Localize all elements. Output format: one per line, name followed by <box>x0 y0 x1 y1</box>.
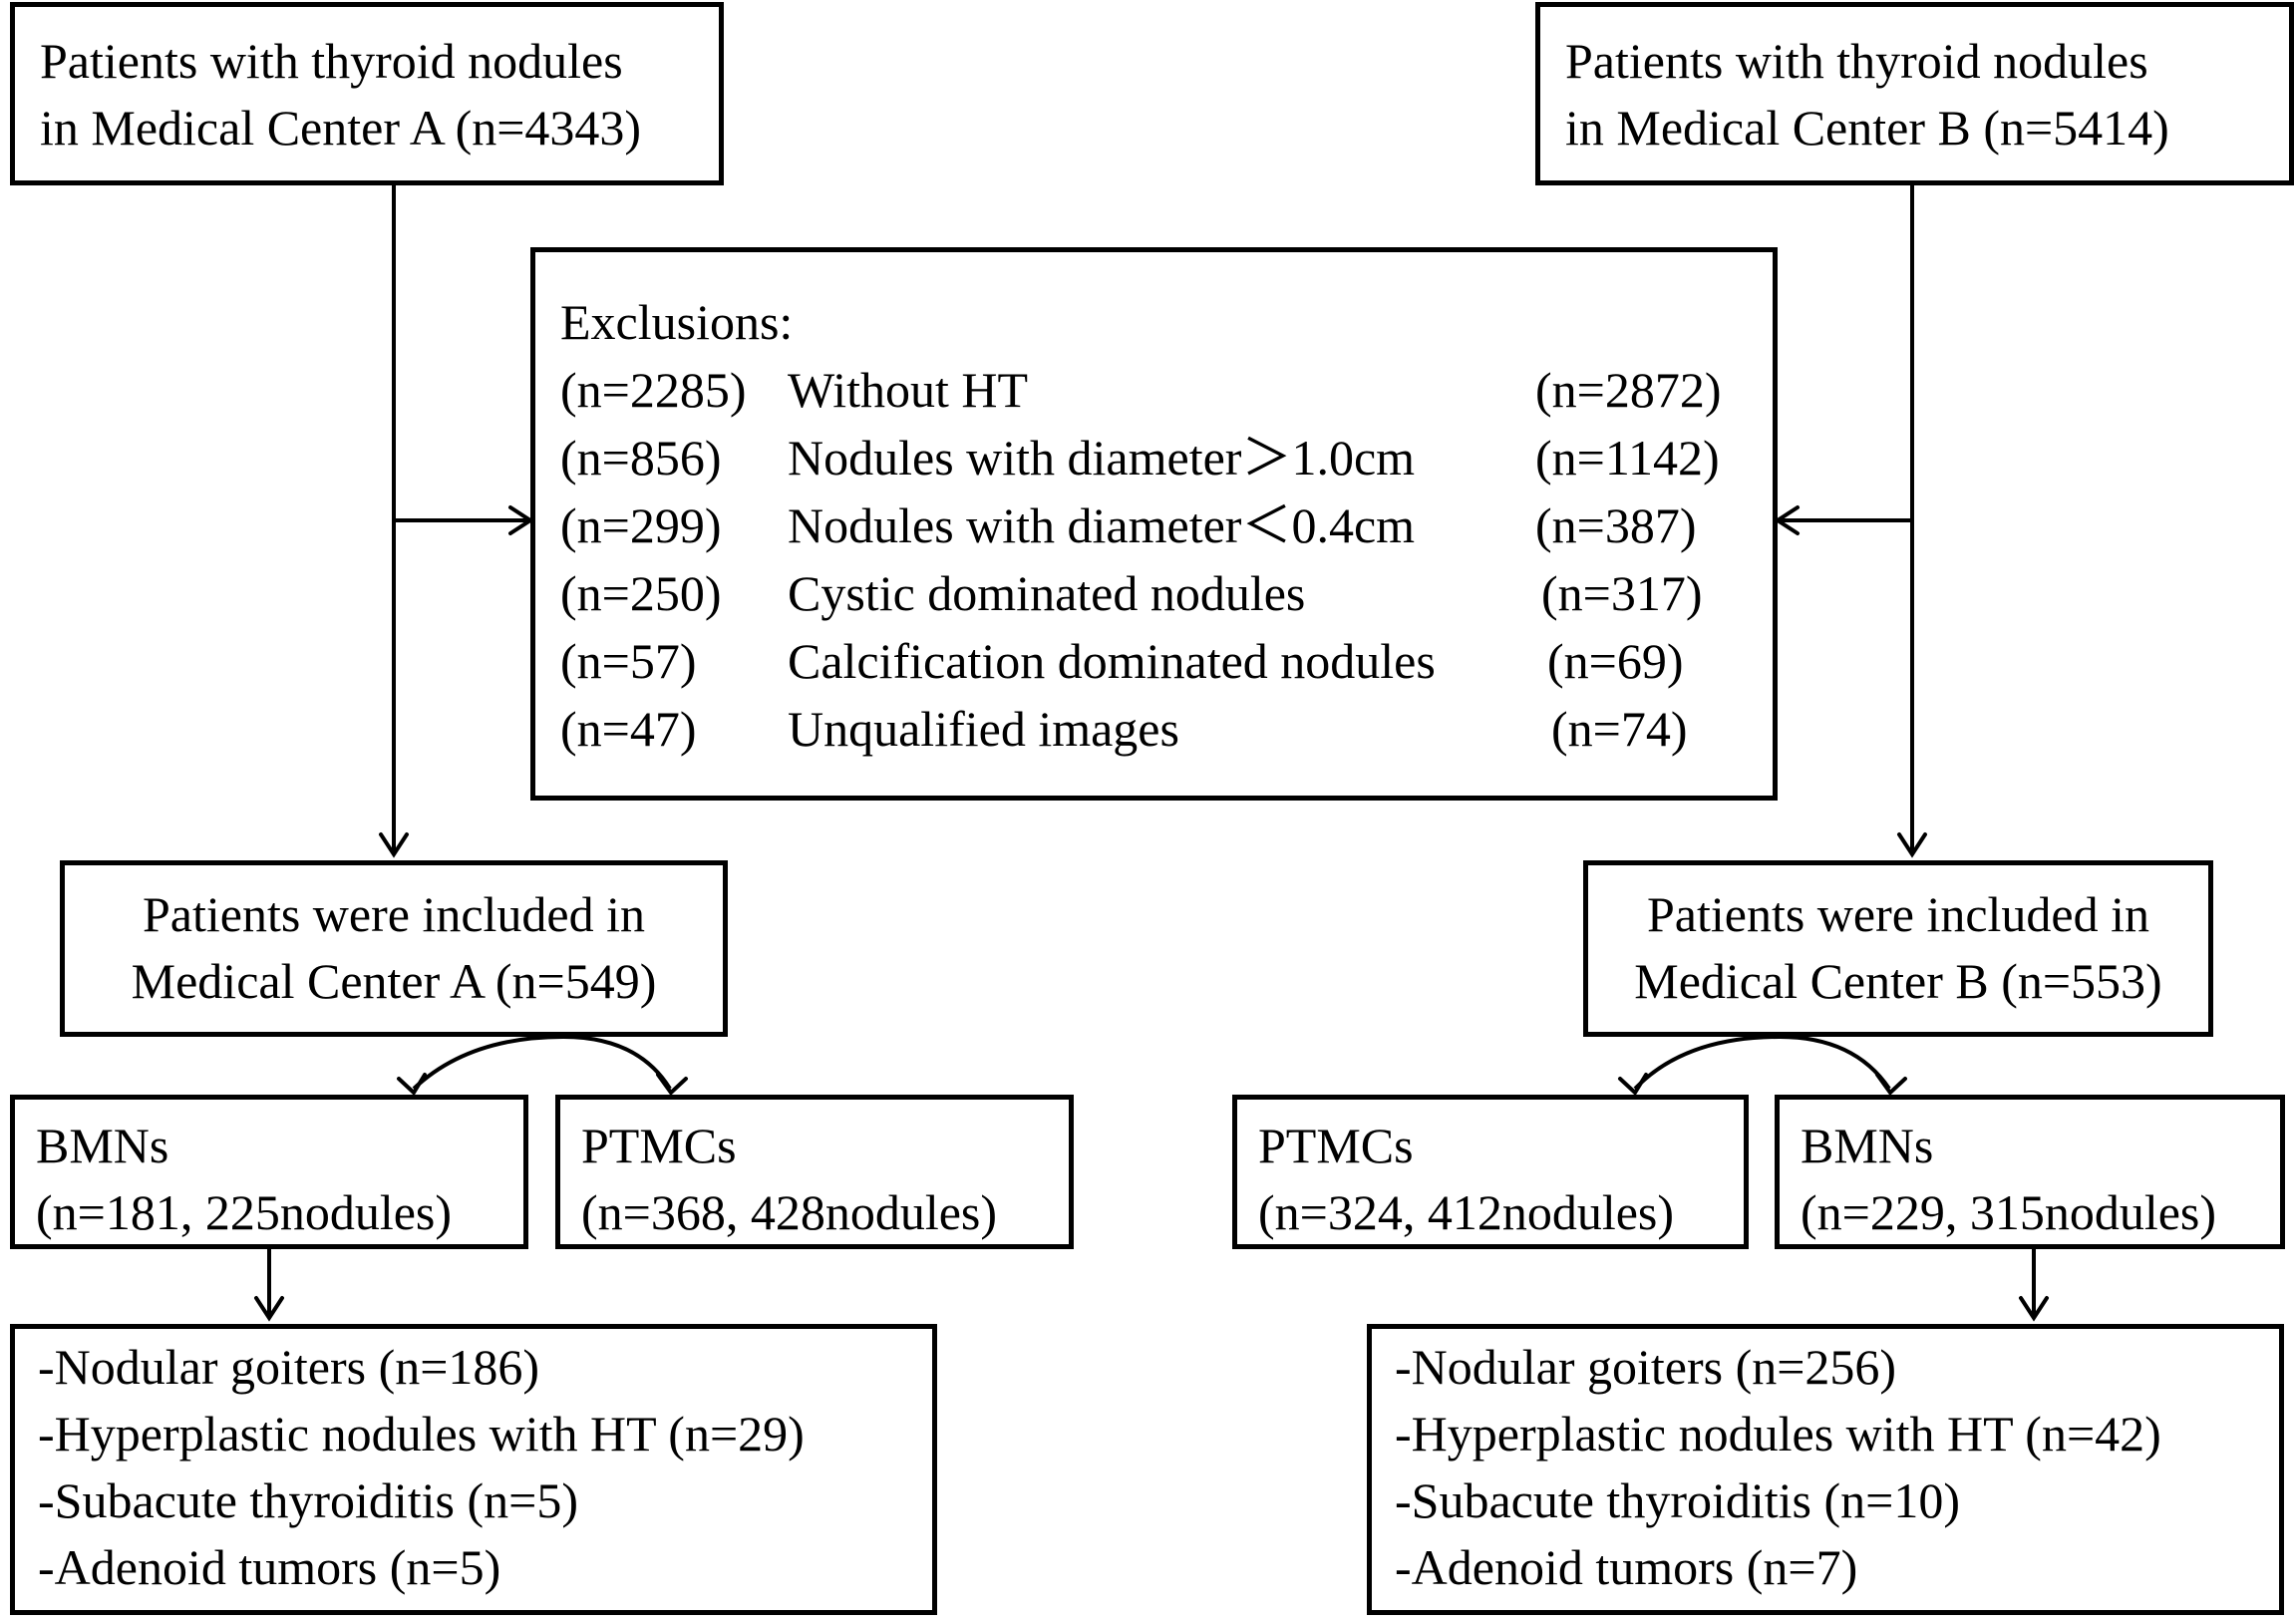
center-a-ptmcs-box <box>555 1095 1074 1249</box>
center-b-ptmcs-box <box>1232 1095 1749 1249</box>
center-b-patients-box <box>1535 2 2294 185</box>
exclusion-reason-3: Nodules with diameter＜0.4cm <box>788 497 1416 553</box>
exclusion-a-count-3: (n=299) <box>560 497 722 553</box>
connector-a-split-left <box>412 1035 564 1091</box>
connector-b-split-left <box>1633 1035 1781 1091</box>
center-a-pathology-item: -Hyperplastic nodules with HT (n=29) <box>38 1406 805 1462</box>
center-b-included-box <box>1583 860 2213 1037</box>
center-a-bmns-box <box>10 1095 528 1249</box>
arrowhead-b-bmns <box>1875 1073 1907 1097</box>
center-a-bmns-text: BMNs (n=181, 225nodules) <box>36 1113 452 1246</box>
center-b-pathology-item: -Subacute thyroiditis (n=10) <box>1395 1472 1960 1528</box>
center-a-ptmcs-label: PTMCs <box>581 1118 737 1173</box>
center-b-pathology-list: -Nodular goiters (n=256) -Hyperplastic n… <box>1395 1334 2161 1601</box>
exclusion-b-count-4: (n=317) <box>1541 565 1703 621</box>
center-a-included-text: Patients were included in Medical Center… <box>60 881 728 1015</box>
exclusion-a-count-1: (n=2285) <box>560 362 747 418</box>
center-b-pathology-item: -Adenoid tumors (n=7) <box>1395 1539 1858 1595</box>
center-a-pathology-box <box>10 1324 937 1615</box>
center-b-patients-line-1: Patients with thyroid nodules <box>1565 33 2148 89</box>
exclusion-b-count-5: (n=69) <box>1547 633 1684 689</box>
center-b-patients-text: Patients with thyroid nodules in Medical… <box>1565 28 2169 162</box>
center-b-bmns-text: BMNs (n=229, 315nodules) <box>1801 1113 2216 1246</box>
center-a-bmns-label: BMNs <box>36 1118 169 1173</box>
center-a-included-line-2: Medical Center A (n=549) <box>131 953 657 1009</box>
center-b-included-line-2: Medical Center B (n=553) <box>1634 953 2162 1009</box>
arrowhead-a-included <box>379 832 409 858</box>
center-b-bmns-label: BMNs <box>1801 1118 1934 1173</box>
exclusion-reason-6: Unqualified images <box>788 701 1179 757</box>
center-b-bmns-box <box>1775 1095 2285 1249</box>
center-a-patients-line-2: in Medical Center A (n=4343) <box>40 100 642 156</box>
center-b-bmns-count: (n=229, 315nodules) <box>1801 1184 2217 1240</box>
center-a-pathology-item: -Nodular goiters (n=186) <box>38 1339 540 1395</box>
exclusion-a-count-2: (n=856) <box>560 430 722 486</box>
center-a-ptmcs-text: PTMCs (n=368, 428nodules) <box>581 1113 997 1246</box>
center-a-ptmcs-count: (n=368, 428nodules) <box>581 1184 998 1240</box>
center-a-pathology-list: -Nodular goiters (n=186) -Hyperplastic n… <box>38 1334 805 1601</box>
exclusion-a-count-6: (n=47) <box>560 701 697 757</box>
center-a-included-box <box>60 860 728 1037</box>
arrowhead-b-exclusion <box>1774 505 1800 535</box>
exclusion-b-count-1: (n=2872) <box>1535 362 1722 418</box>
center-b-pathology-item: -Nodular goiters (n=256) <box>1395 1339 1897 1395</box>
center-b-pathology-box <box>1367 1324 2284 1615</box>
center-a-pathology-item: -Subacute thyroiditis (n=5) <box>38 1472 578 1528</box>
exclusion-reason-5: Calcification dominated nodules <box>788 633 1436 689</box>
exclusion-reason-2: Nodules with diameter＞1.0cm <box>788 430 1416 486</box>
arrowhead-b-pathology <box>2019 1296 2049 1322</box>
center-a-patients-text: Patients with thyroid nodules in Medical… <box>40 28 641 162</box>
exclusions-box <box>530 247 1778 801</box>
connector-a-split-right <box>562 1035 672 1091</box>
center-a-patients-line-1: Patients with thyroid nodules <box>40 33 623 89</box>
center-a-pathology-item: -Adenoid tumors (n=5) <box>38 1539 501 1595</box>
center-b-included-text: Patients were included in Medical Center… <box>1583 881 2213 1015</box>
center-b-ptmcs-label: PTMCs <box>1258 1118 1414 1173</box>
exclusions-title: Exclusions: <box>560 294 794 350</box>
center-b-ptmcs-text: PTMCs (n=324, 412nodules) <box>1258 1113 1674 1246</box>
center-b-patients-line-2: in Medical Center B (n=5414) <box>1565 100 2169 156</box>
exclusion-b-count-6: (n=74) <box>1551 701 1688 757</box>
arrowhead-a-pathology <box>254 1296 284 1322</box>
center-a-patients-box <box>10 2 724 185</box>
exclusion-b-count-2: (n=1142) <box>1535 430 1720 486</box>
exclusion-a-count-4: (n=250) <box>560 565 722 621</box>
exclusion-reason-4: Cystic dominated nodules <box>788 565 1306 621</box>
center-a-bmns-count: (n=181, 225nodules) <box>36 1184 453 1240</box>
center-b-ptmcs-count: (n=324, 412nodules) <box>1258 1184 1675 1240</box>
center-b-pathology-item: -Hyperplastic nodules with HT (n=42) <box>1395 1406 2161 1462</box>
exclusion-a-count-5: (n=57) <box>560 633 697 689</box>
arrowhead-b-ptmcs <box>1618 1073 1648 1097</box>
arrowhead-a-ptmcs <box>656 1073 688 1097</box>
center-a-included-line-1: Patients were included in <box>142 886 646 942</box>
arrowhead-a-bmns <box>397 1073 427 1097</box>
exclusion-reason-1: Without HT <box>788 362 1029 418</box>
center-b-included-line-1: Patients were included in <box>1646 886 2150 942</box>
connector-b-split-right <box>1779 1035 1891 1091</box>
exclusion-b-count-3: (n=387) <box>1535 497 1697 553</box>
arrowhead-b-included <box>1897 832 1927 858</box>
